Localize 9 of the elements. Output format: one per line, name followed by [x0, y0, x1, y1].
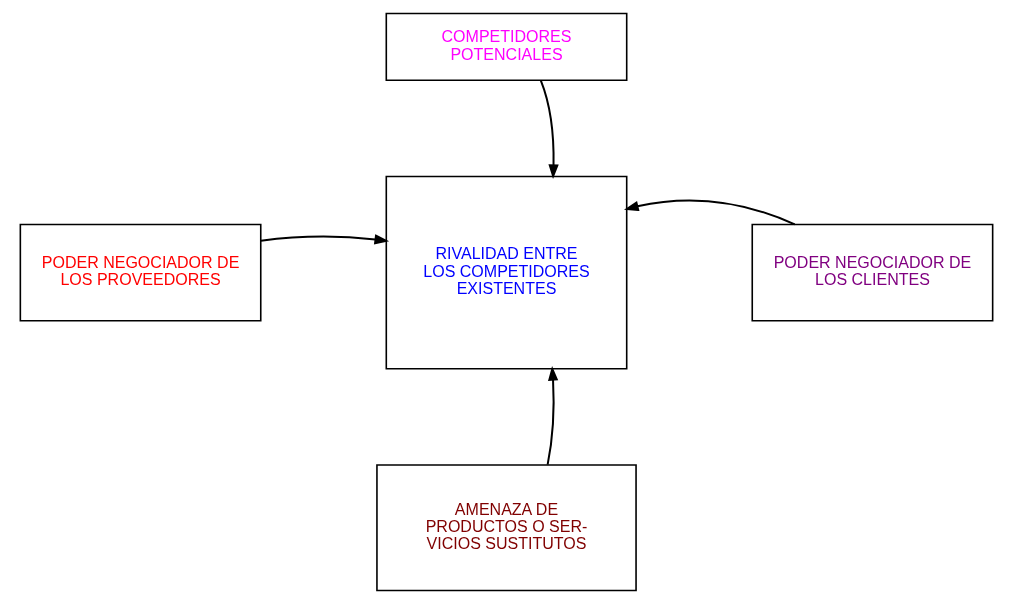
arrow: [539, 79, 559, 180]
arrow: [623, 199, 796, 226]
arrow: [546, 366, 558, 466]
node-box: COMPETIDORES POTENCIALES: [385, 12, 627, 82]
node-box: RIVALIDAD ENTRE LOS COMPETIDORES EXISTENTES: [385, 175, 627, 370]
node-box: AMENAZA DE PRODUCTOS O SER- VICIOS SUSTITUTOS: [375, 464, 637, 592]
node-box: PODER NEGOCIADOR DE LOS PROVEEDORES: [19, 223, 262, 322]
arrow: [259, 234, 389, 245]
node-box: PODER NEGOCIADOR DE LOS CLIENTES: [750, 223, 993, 322]
